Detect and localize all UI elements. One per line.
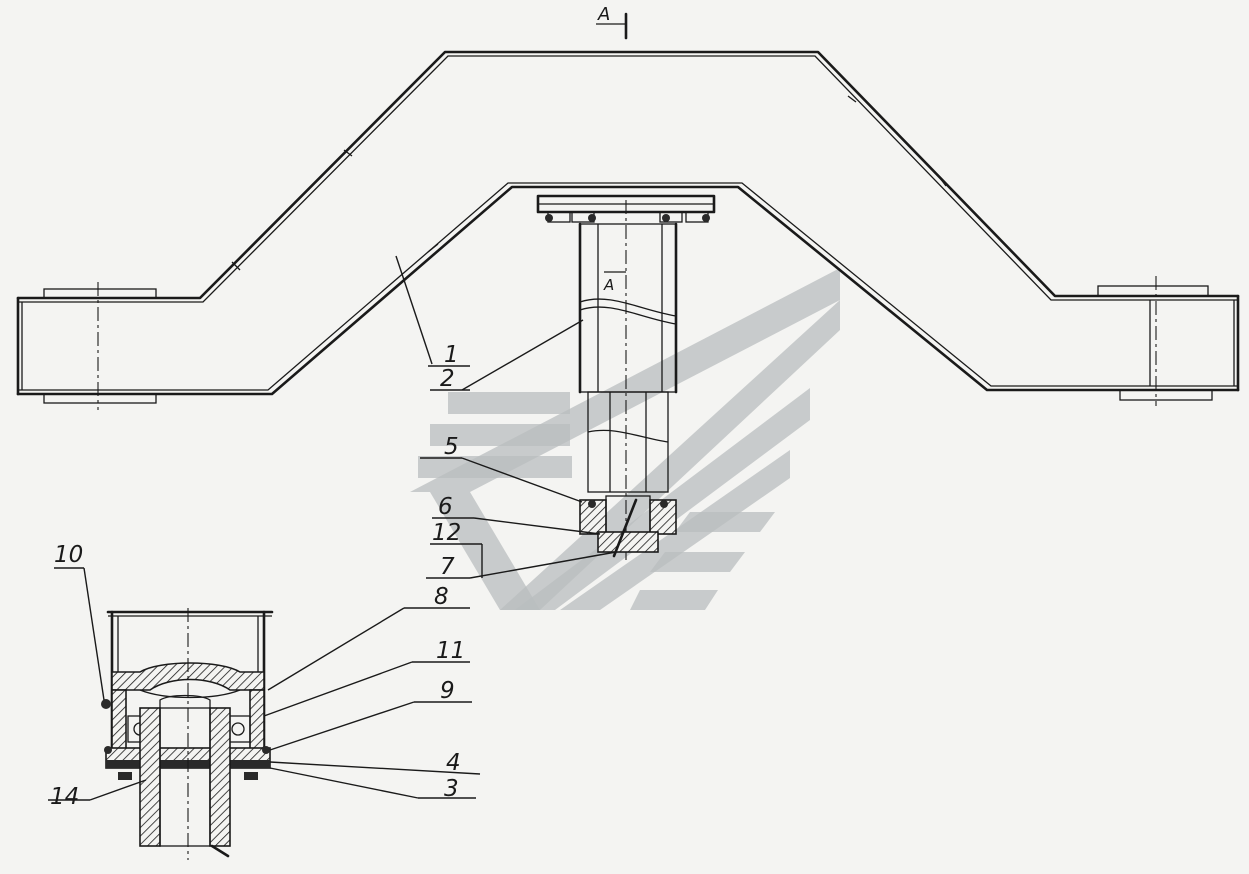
vertical-post: A [578,200,678,560]
detail-view [101,608,274,860]
callout-2: 2 [440,366,455,392]
callout-6: 6 [438,494,453,520]
main-frame [16,50,1240,410]
watermark-logo [410,268,840,610]
section-mark-top: A [596,4,628,40]
callout-10: 10 [54,542,83,568]
callout-9: 9 [440,678,455,704]
callout-12: 12 [432,520,461,546]
callout-8: 8 [434,584,449,610]
callout-1: 1 [444,342,459,368]
callout-4: 4 [446,750,461,776]
callout-5: 5 [444,434,459,460]
callout-14: 14 [50,784,79,810]
post-bearing-assembly [579,495,677,558]
callout-7: 7 [440,554,455,580]
leader-lines [48,255,617,801]
section-mark-inner-label: A [603,276,614,294]
callout-11: 11 [436,638,465,664]
section-mark-top-label: A [597,4,610,25]
callout-3: 3 [444,776,459,802]
callout-labels: 1 2 5 6 12 7 8 11 9 4 3 10 14 [50,342,465,810]
